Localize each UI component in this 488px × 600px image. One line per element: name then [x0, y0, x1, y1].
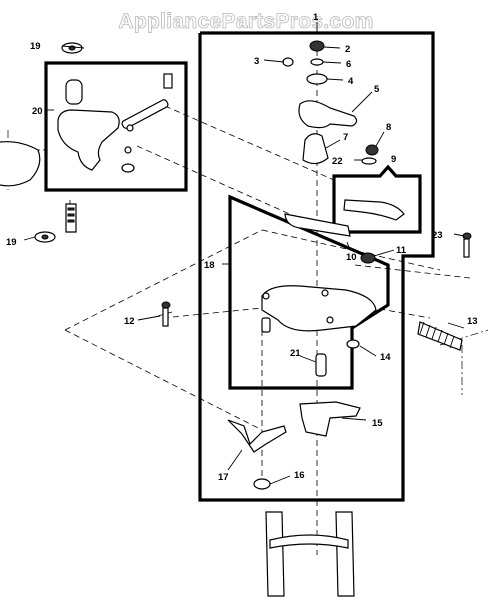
- assembly-frame-18: [228, 194, 390, 390]
- callout-16: 16: [294, 470, 305, 481]
- callout-7: 7: [343, 132, 348, 143]
- callout-20: 20: [32, 106, 43, 117]
- callout-12: 12: [124, 316, 135, 327]
- callout-1: 1: [313, 12, 319, 23]
- callout-21: 21: [290, 348, 301, 359]
- callout-19-bottom: 19: [6, 237, 17, 248]
- callout-5: 5: [374, 84, 380, 95]
- callout-22: 22: [332, 156, 343, 167]
- callout-19-top: 19: [30, 41, 41, 52]
- watermark: AppliancePartsPros.com: [118, 10, 374, 34]
- assembly-frame-20: [44, 61, 188, 192]
- callout-3: 3: [254, 56, 259, 67]
- callout-13: 13: [467, 316, 478, 327]
- assembly-frame-main: [198, 31, 435, 502]
- callout-14: 14: [380, 352, 391, 363]
- callout-6: 6: [346, 59, 351, 70]
- callout-9: 9: [391, 154, 396, 165]
- assembly-frame-9: [332, 164, 422, 234]
- callout-11: 11: [396, 245, 407, 256]
- callout-15: 15: [372, 418, 383, 429]
- callout-4: 4: [348, 76, 354, 87]
- callout-8: 8: [386, 122, 391, 133]
- callout-23: 23: [432, 230, 443, 241]
- callout-10: 10: [346, 252, 357, 263]
- callout-2: 2: [345, 44, 350, 55]
- callout-17: 17: [218, 472, 229, 483]
- callout-18: 18: [204, 260, 215, 271]
